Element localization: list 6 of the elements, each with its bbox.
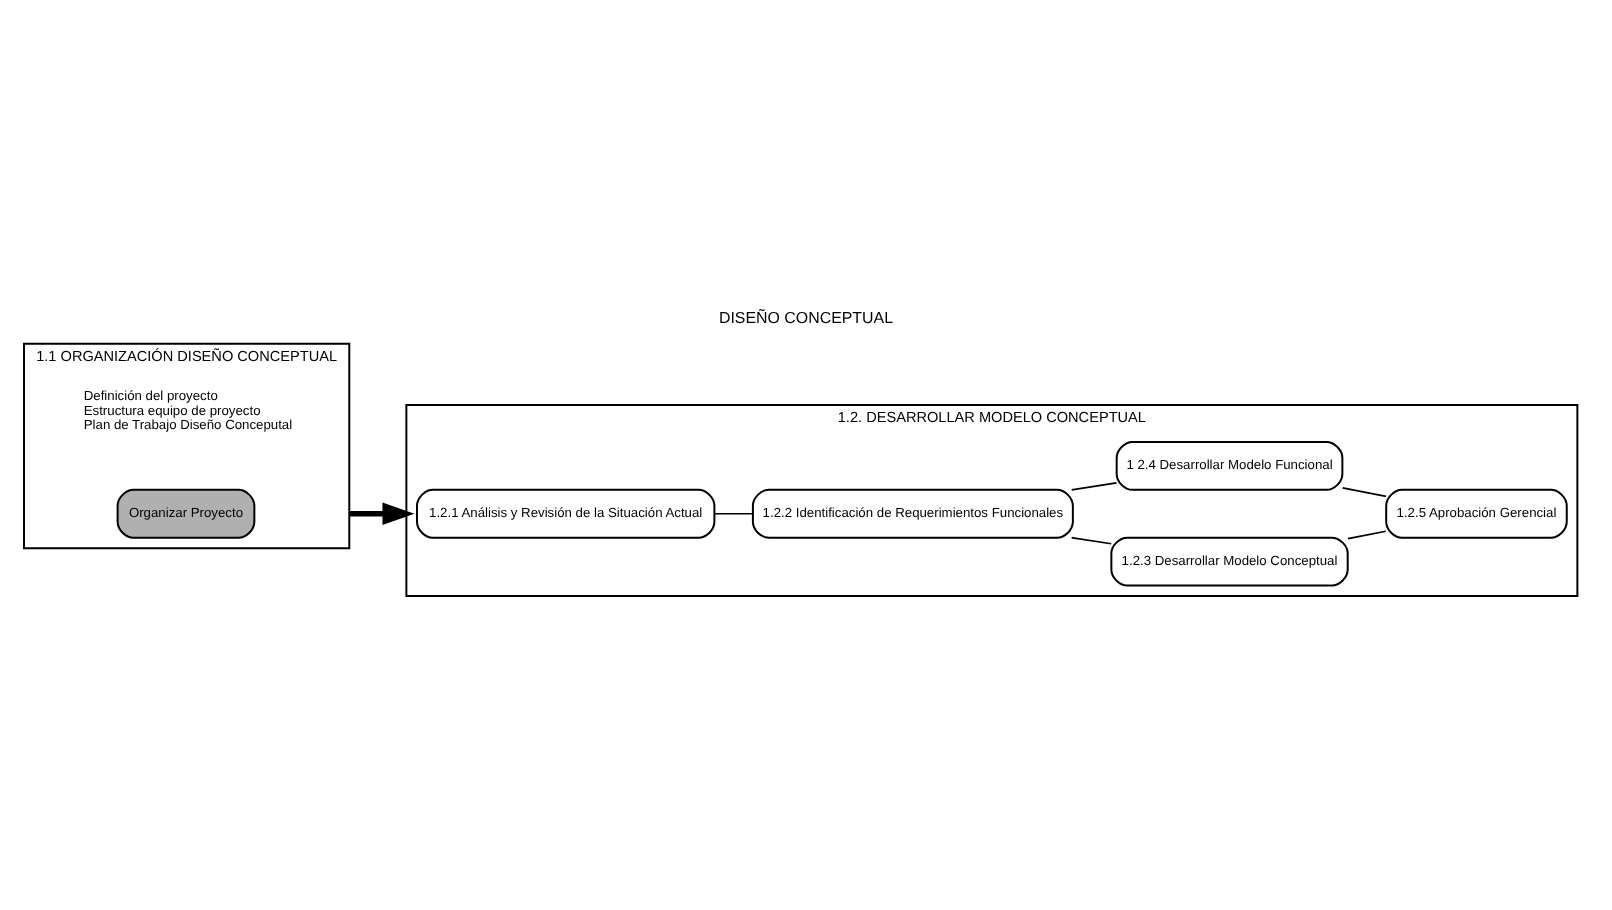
arrow — [349, 501, 415, 524]
connector — [1347, 529, 1387, 539]
connector — [1070, 535, 1113, 544]
connector — [713, 511, 754, 514]
connector — [1070, 481, 1118, 490]
connector — [1341, 485, 1387, 497]
